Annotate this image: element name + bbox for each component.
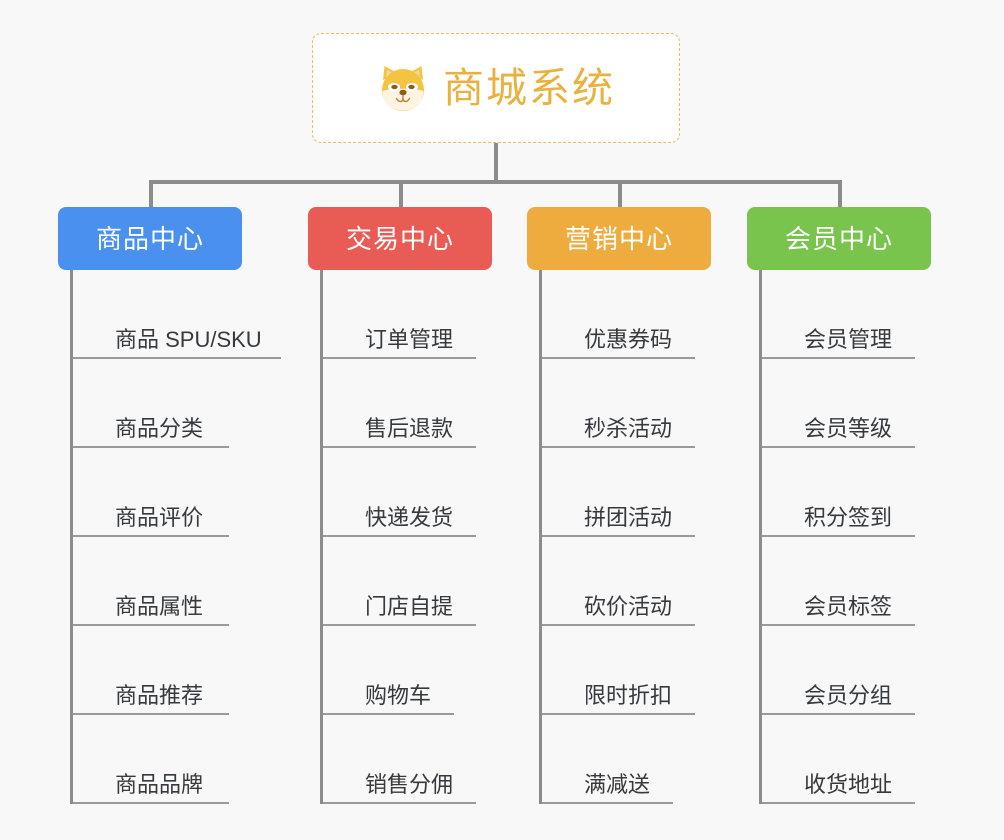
leaf-underline [73,535,229,537]
leaf-item-label: 商品 SPU/SKU [115,327,262,352]
leaf-item[interactable]: 限时折扣 [542,626,695,715]
category-box-marketing-center[interactable]: 营销中心 [527,207,711,270]
leaf-underline [323,357,476,359]
leaf-item-label: 限时折扣 [584,683,673,708]
root-node-content: 商城系统 [377,62,615,114]
leaf-item-label: 拼团活动 [584,505,673,530]
leaf-item[interactable]: 商品推荐 [73,626,276,715]
leaf-item[interactable]: 商品属性 [73,537,276,626]
leaf-item[interactable]: 砍价活动 [542,537,695,626]
shiba-dog-face-icon [377,62,429,114]
leaf-item[interactable]: 商品品牌 [73,715,276,804]
leaf-item[interactable]: 拼团活动 [542,448,695,537]
category-label: 会员中心 [784,223,893,254]
leaf-item[interactable]: 会员分组 [762,626,915,715]
leaf-item-label: 商品评价 [115,505,204,530]
category-box-product-center[interactable]: 商品中心 [58,207,242,270]
category-label: 交易中心 [345,223,454,254]
connector-drop-marketing-center [618,180,622,209]
leaf-underline [542,357,695,359]
leaf-underline [762,535,915,537]
leaf-item-label: 会员标签 [804,594,893,619]
leaf-underline [323,802,476,804]
leaf-underline [73,446,229,448]
leaf-column-member-center: 会员管理会员等级积分签到会员标签会员分组收货地址 [759,270,915,804]
leaf-item[interactable]: 订单管理 [323,270,476,359]
leaf-underline [542,713,695,715]
connector-horizontal-bus [149,180,842,184]
leaf-item-label: 商品推荐 [115,683,204,708]
connector-root-stem [494,143,498,182]
root-title: 商城系统 [443,64,615,111]
leaf-item[interactable]: 快递发货 [323,448,476,537]
leaf-item[interactable]: 售后退款 [323,359,476,448]
category-label: 营销中心 [564,223,673,254]
leaf-item-label: 商品属性 [115,594,204,619]
category-box-member-center[interactable]: 会员中心 [747,207,931,270]
leaf-item-label: 收货地址 [804,772,893,797]
leaf-underline [762,713,915,715]
leaf-underline [73,624,229,626]
leaf-item-label: 秒杀活动 [584,416,673,441]
leaf-item-label: 订单管理 [365,327,454,352]
leaf-item[interactable]: 收货地址 [762,715,915,804]
leaf-item-label: 销售分佣 [365,772,454,797]
leaf-underline [323,713,454,715]
leaf-item-label: 积分签到 [804,505,893,530]
leaf-underline [762,446,915,448]
leaf-underline [542,446,695,448]
leaf-column-trade-center: 订单管理售后退款快递发货门店自提购物车销售分佣 [320,270,476,804]
leaf-item[interactable]: 商品评价 [73,448,276,537]
leaf-item-label: 售后退款 [365,416,454,441]
leaf-item-label: 购物车 [365,683,432,708]
leaf-underline [762,802,915,804]
leaf-item[interactable]: 商品分类 [73,359,276,448]
leaf-underline [323,535,476,537]
leaf-underline [542,535,695,537]
leaf-item-label: 会员等级 [804,416,893,441]
leaf-underline [73,802,229,804]
leaf-item-label: 砍价活动 [584,594,673,619]
leaf-underline [542,802,673,804]
leaf-underline [542,624,695,626]
leaf-underline [762,357,915,359]
leaf-item[interactable]: 会员管理 [762,270,915,359]
leaf-item[interactable]: 积分签到 [762,448,915,537]
leaf-item-label: 满减送 [584,772,651,797]
leaf-item-label: 快递发货 [365,505,454,530]
leaf-underline [762,624,915,626]
category-box-trade-center[interactable]: 交易中心 [308,207,492,270]
leaf-column-marketing-center: 优惠券码秒杀活动拼团活动砍价活动限时折扣满减送 [539,270,695,804]
leaf-item[interactable]: 销售分佣 [323,715,476,804]
connector-drop-trade-center [399,180,403,209]
leaf-item[interactable]: 会员标签 [762,537,915,626]
leaf-underline [323,624,476,626]
leaf-item-label: 优惠券码 [584,327,673,352]
leaf-item-label: 商品品牌 [115,772,204,797]
connector-drop-product-center [149,180,153,209]
leaf-item[interactable]: 购物车 [323,626,467,715]
connector-drop-member-center [838,180,842,209]
leaf-underline [73,713,229,715]
leaf-item-label: 门店自提 [365,594,454,619]
leaf-item[interactable]: 门店自提 [323,537,476,626]
leaf-item-label: 会员分组 [804,683,893,708]
leaf-item-label: 商品分类 [115,416,204,441]
leaf-item[interactable]: 优惠券码 [542,270,695,359]
leaf-column-product-center: 商品 SPU/SKU 商品分类商品评价商品属性商品推荐商品品牌 [70,270,281,804]
leaf-underline [73,357,281,359]
category-label: 商品中心 [95,223,204,254]
leaf-item[interactable]: 满减送 [542,715,686,804]
leaf-item[interactable]: 秒杀活动 [542,359,695,448]
leaf-item[interactable]: 商品 SPU/SKU [73,270,281,359]
leaf-item-label: 会员管理 [804,327,893,352]
leaf-underline [323,446,476,448]
leaf-item[interactable]: 会员等级 [762,359,915,448]
root-node-mall-system[interactable]: 商城系统 [312,33,680,143]
